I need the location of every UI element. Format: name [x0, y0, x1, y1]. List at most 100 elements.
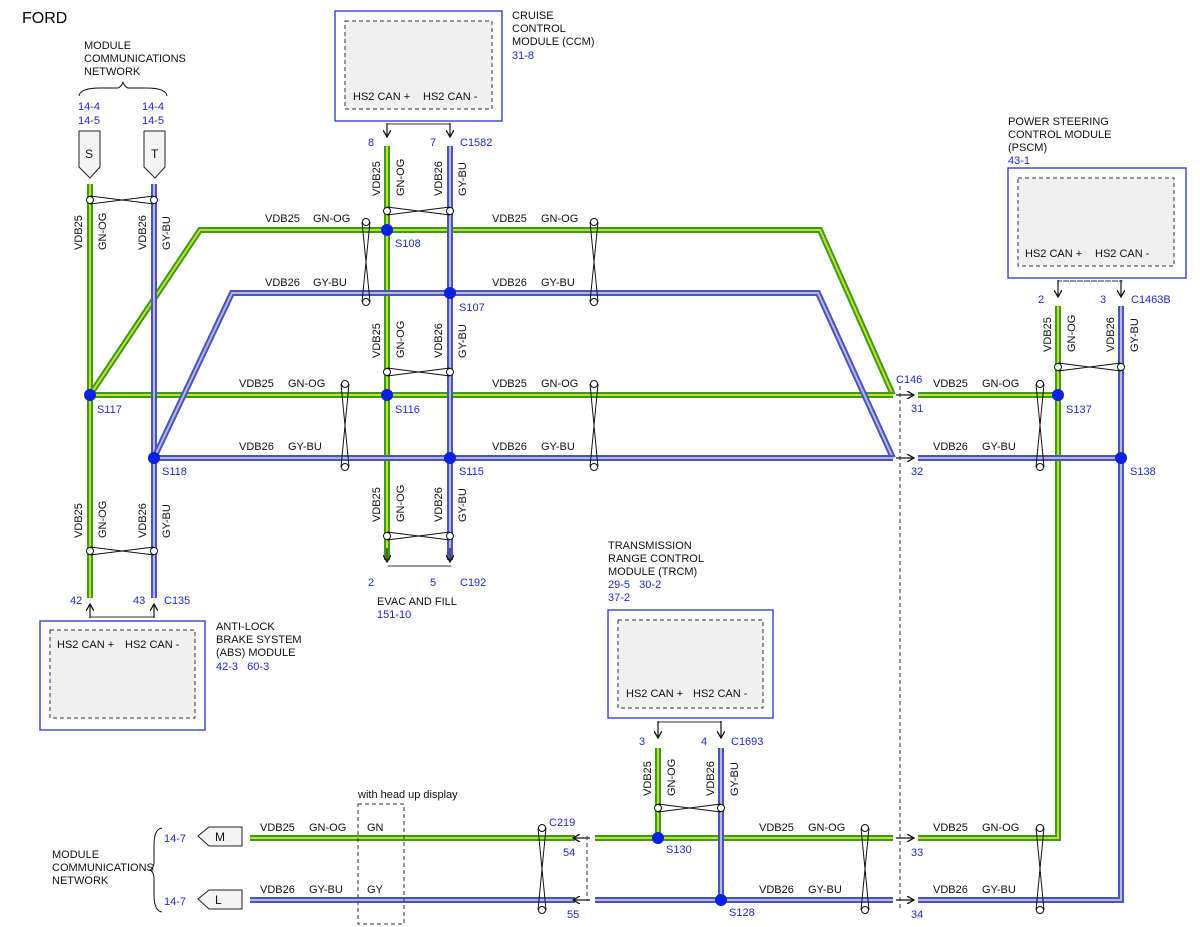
evac-fill: 2 5 C192 EVAC AND FILL 151-10 — [368, 565, 486, 621]
ccm-pin-a: 8 — [368, 137, 374, 149]
wire-label-gy-bu: GY-BU — [457, 324, 469, 358]
connector-s-label: S — [85, 147, 93, 161]
wire-label-gy-bu: GY-BU — [309, 884, 343, 896]
c219-label: C219 — [549, 817, 575, 829]
abs-connector: C135 — [164, 595, 190, 607]
wire-label-vdb26: VDB26 — [137, 215, 149, 250]
twist-mark-icon — [589, 218, 599, 306]
evac-pin-b: 5 — [430, 577, 436, 589]
bottom-network-brace-icon — [148, 827, 163, 913]
trcm-ref-1: 29-5 30-2 — [608, 579, 661, 591]
connector-l-icon[interactable] — [197, 889, 243, 910]
bottom-network-label-3: NETWORK — [52, 875, 109, 887]
top-network-label-1: MODULE — [84, 40, 131, 52]
abs-name-1: ANTI-LOCK — [216, 621, 275, 633]
trcm-module[interactable]: TRANSMISSION RANGE CONTROL MODULE (TRCM)… — [607, 540, 774, 748]
ccm-name-1: CRUISE — [512, 10, 554, 22]
vertical-wire-labels: VDB25 GN-OG VDB26 GY-BU VDB25 GN-OG VDB2… — [73, 159, 1141, 796]
twist-mark-icon — [86, 195, 158, 205]
connector-c146[interactable]: C146 31 32 33 34 — [896, 374, 923, 921]
wire-label-gn-og: GN-OG — [541, 213, 578, 225]
wire-label-vdb25: VDB25 — [73, 215, 85, 250]
abs-module[interactable]: HS2 CAN + HS2 CAN - ANTI-LOCK BRAKE SYST… — [39, 595, 302, 731]
wire-label-vdb26: VDB26 — [1105, 317, 1117, 352]
ccm-module[interactable]: HS2 CAN + HS2 CAN - CRUISE CONTROL MODUL… — [334, 10, 595, 149]
abs-name-2: BRAKE SYSTEM — [216, 634, 302, 646]
evac-pin-a: 2 — [368, 577, 374, 589]
wire-label-gn-og: GN-OG — [395, 485, 407, 522]
ccm-pin-plus: HS2 CAN + — [353, 91, 410, 103]
splice-dot-s118 — [148, 452, 160, 464]
pscm-name-3: (PSCM) — [1008, 142, 1047, 154]
wire-label-vdb26: VDB26 — [705, 761, 717, 796]
wire-label-vdb26: VDB26 — [433, 487, 445, 522]
abs-pin-minus: HS2 CAN - — [125, 639, 180, 651]
wire-label-gn-og: GN-OG — [313, 213, 350, 225]
splice-dot-s128 — [715, 894, 727, 906]
trcm-name-3: MODULE (TRCM) — [608, 566, 697, 578]
pscm-connector: C1463B — [1131, 294, 1171, 306]
trcm-pin-b: 4 — [701, 736, 707, 748]
wire-label-vdb26: VDB26 — [933, 441, 968, 453]
wire-label-vdb26: VDB26 — [492, 441, 527, 453]
trcm-pin-plus: HS2 CAN + — [626, 688, 683, 700]
top-ref-t1: 14-4 — [142, 101, 164, 113]
wire-label-vdb26: VDB26 — [265, 277, 300, 289]
wire-label-gn-og: GN-OG — [982, 378, 1019, 390]
ccm-ref: 31-8 — [512, 50, 534, 62]
hud-option: with head up display GN GY — [357, 789, 458, 925]
wire-label-vdb25: VDB25 — [239, 378, 274, 390]
connector-m-icon[interactable] — [197, 826, 243, 847]
c146-pin-34: 34 — [911, 909, 923, 921]
gy-bu-wire-core — [153, 292, 894, 459]
connector-t-icon[interactable] — [143, 130, 166, 179]
splice-dot-s138 — [1115, 452, 1127, 464]
wire-layer — [87, 146, 1124, 903]
c219-pin-54: 54 — [563, 847, 575, 859]
connector-s-icon[interactable] — [78, 130, 101, 179]
splice-label-s117: S117 — [97, 404, 122, 416]
ccm-connector: C1582 — [460, 137, 492, 149]
bottom-ref-m: 14-7 — [164, 833, 186, 845]
splice-dot-s117 — [84, 389, 96, 401]
top-ref-s1: 14-4 — [78, 101, 100, 113]
c146-pin-33: 33 — [911, 847, 923, 859]
splice-labels: S108 S107 S117 S116 S118 S115 S137 S138 … — [97, 238, 1156, 919]
wire-label-gn-og: GN-OG — [1066, 315, 1078, 352]
wire-label-vdb25: VDB25 — [260, 822, 295, 834]
network-brace-icon — [78, 81, 168, 97]
pscm-name-1: POWER STEERING — [1008, 116, 1109, 128]
wire-label-gn-og: GN-OG — [982, 822, 1019, 834]
splice-label-s138: S138 — [1130, 466, 1156, 478]
wire-label-gn-og: GN-OG — [541, 378, 578, 390]
wire-label-gn-og: GN-OG — [309, 822, 346, 834]
splice-label-s115: S115 — [459, 466, 484, 478]
abs-pin-plus: HS2 CAN + — [57, 639, 114, 651]
connector-m-label: M — [215, 830, 225, 844]
splice-label-s137: S137 — [1066, 404, 1092, 416]
twist-mark-icon — [537, 824, 547, 914]
twist-mark-icon — [383, 367, 454, 377]
trcm-ref-2: 37-2 — [608, 592, 630, 604]
wire-label-gy-bu: GY-BU — [161, 504, 173, 538]
trcm-name-1: TRANSMISSION — [608, 540, 692, 552]
hud-gn-label: GN — [367, 822, 384, 834]
splice-label-s118: S118 — [162, 466, 187, 478]
connector-c219[interactable]: C219 54 55 — [549, 817, 588, 921]
twist-mark-icon — [86, 546, 158, 556]
top-ref-t2: 14-5 — [142, 115, 164, 127]
wire-label-gy-bu: GY-BU — [982, 884, 1016, 896]
splice-label-s116: S116 — [395, 404, 420, 416]
pscm-ref: 43-1 — [1008, 155, 1030, 167]
wire-label-vdb26: VDB26 — [260, 884, 295, 896]
wire-label-vdb25: VDB25 — [371, 161, 383, 196]
splice-dot-s107 — [444, 287, 456, 299]
wire-label-gy-bu: GY-BU — [982, 441, 1016, 453]
bottom-network-label-2: COMMUNICATIONS — [52, 862, 154, 874]
wire-label-gy-bu: GY-BU — [541, 441, 575, 453]
pscm-module[interactable]: POWER STEERING CONTROL MODULE (PSCM) 43-… — [1007, 116, 1187, 306]
wire-label-gy-bu: GY-BU — [161, 216, 173, 250]
twist-mark-icon — [1035, 824, 1045, 914]
trcm-pin-a: 3 — [639, 736, 645, 748]
c146-pin-31: 31 — [911, 403, 923, 415]
